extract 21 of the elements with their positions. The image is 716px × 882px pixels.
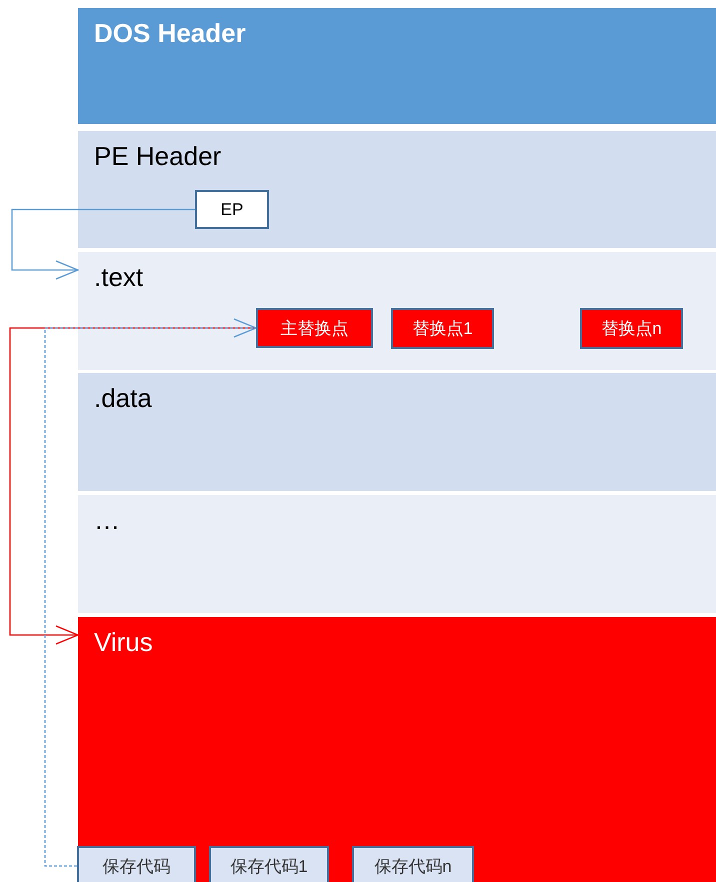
- arrow: [44, 318, 257, 867]
- section-title: .data: [94, 383, 152, 414]
- label-box: 替换点n: [580, 308, 683, 349]
- arrow: [9, 327, 256, 645]
- label-box: 保存代码n: [352, 846, 474, 882]
- section-band: [78, 131, 716, 248]
- label-box: 主替换点: [256, 308, 373, 348]
- arrow: [11, 208, 195, 280]
- section-title: DOS Header: [94, 18, 246, 49]
- section-title: Virus: [94, 627, 153, 658]
- section-title: PE Header: [94, 141, 222, 172]
- label-box: 保存代码: [77, 846, 196, 882]
- label-box: 保存代码1: [209, 846, 329, 882]
- label-box: EP: [195, 190, 269, 229]
- section-band: [78, 8, 716, 124]
- section-band: [78, 373, 716, 491]
- section-title: …: [94, 505, 120, 536]
- section-band: [78, 252, 716, 370]
- label-box: 替换点1: [391, 308, 494, 349]
- section-title: .text: [94, 262, 144, 293]
- section-band: [78, 617, 716, 882]
